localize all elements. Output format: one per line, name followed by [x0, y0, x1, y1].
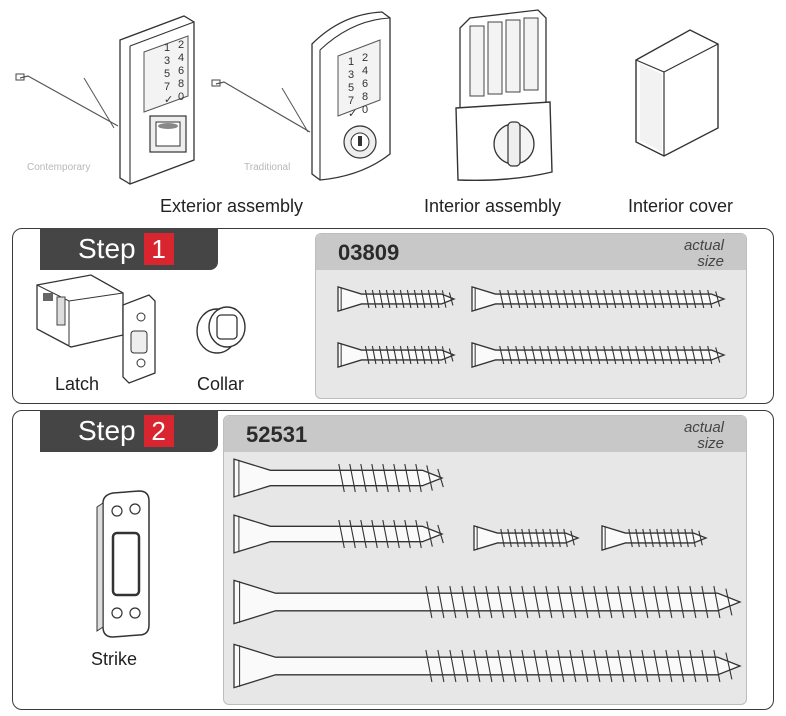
step-2-tab: Step 2 [40, 410, 218, 452]
keypad-key: 2 [178, 39, 185, 51]
step-2-screw-box: 52531 actual size [223, 415, 747, 705]
step-2-number: 2 [143, 415, 174, 447]
actual-size-line-2: size [697, 253, 724, 270]
collar-illustration [196, 306, 246, 354]
keypad-key: 8 [362, 91, 369, 103]
keypad-key: 0 [178, 91, 185, 103]
keypad-key: 1 [348, 56, 355, 68]
step-1-word: Step [78, 233, 136, 264]
keypad-key: 1 [164, 42, 171, 54]
step-2-actual-size: actual size [684, 420, 724, 452]
keypad-key: 2 [362, 52, 369, 64]
step-2-package-code: 52531 [246, 422, 308, 447]
step-2-word: Step [78, 415, 136, 446]
screw [337, 341, 456, 369]
step-1-actual-size: actual size [684, 238, 724, 270]
traditional-exterior-illustration [211, 11, 391, 181]
keypad-key: 5 [348, 82, 355, 94]
actual-size-line-2: size [697, 435, 724, 452]
keypad-key: 7 [348, 95, 355, 107]
keypad-key: 0 [362, 104, 369, 116]
variant-contemporary-label: Contemporary [27, 162, 91, 173]
keypad-key: 4 [178, 52, 185, 64]
step-1-number: 1 [143, 233, 174, 265]
step-2-screw-header [224, 416, 746, 452]
step-1-tab: Step 1 [40, 228, 218, 270]
keypad-key: 3 [348, 69, 355, 81]
screw [471, 341, 726, 369]
screw [233, 643, 742, 689]
keypad-key: 7 [164, 81, 171, 93]
actual-size-line-1: actual [683, 419, 724, 436]
interior-cover-label: Interior cover [628, 196, 734, 216]
interior-assembly-illustration [455, 9, 553, 182]
screw-group-1 [337, 285, 726, 369]
exterior-assembly-label: Exterior assembly [160, 196, 304, 216]
screw [233, 514, 444, 554]
variant-traditional-label: Traditional [244, 162, 291, 173]
strike-label: Strike [91, 649, 138, 669]
keypad-key: 3 [164, 55, 171, 67]
keypad-key: 4 [362, 65, 369, 77]
interior-cover-illustration [635, 29, 719, 157]
screw [233, 458, 444, 498]
keypad-key: ✓ [348, 108, 358, 120]
keypad-key: 8 [178, 78, 185, 90]
screw [233, 579, 742, 625]
keypad-key: 5 [164, 68, 171, 80]
keypad-key: 6 [178, 65, 185, 77]
actual-size-line-1: actual [683, 237, 724, 254]
step-1-screw-box: 03809 actual size [315, 233, 747, 399]
strike-illustration [96, 490, 150, 638]
keypad-key: 6 [362, 78, 369, 90]
collar-label: Collar [197, 374, 245, 394]
contemporary-exterior-illustration [15, 15, 195, 185]
screw [601, 524, 708, 552]
step-1-package-code: 03809 [338, 240, 400, 265]
step-1-panel: Step 1 Latch Collar 03809 actual size [12, 228, 774, 404]
screw [473, 524, 580, 552]
interior-assembly-label: Interior assembly [424, 196, 562, 216]
latch-label: Latch [55, 374, 100, 394]
latch-illustration [36, 274, 156, 384]
screw [471, 285, 726, 313]
screw-group-2 [233, 458, 742, 689]
step-2-panel: Step 2 Strike 52531 actual size [12, 410, 774, 710]
screw [337, 285, 456, 313]
keypad-key: ✓ [164, 94, 174, 106]
step-1-screw-header [316, 234, 746, 270]
